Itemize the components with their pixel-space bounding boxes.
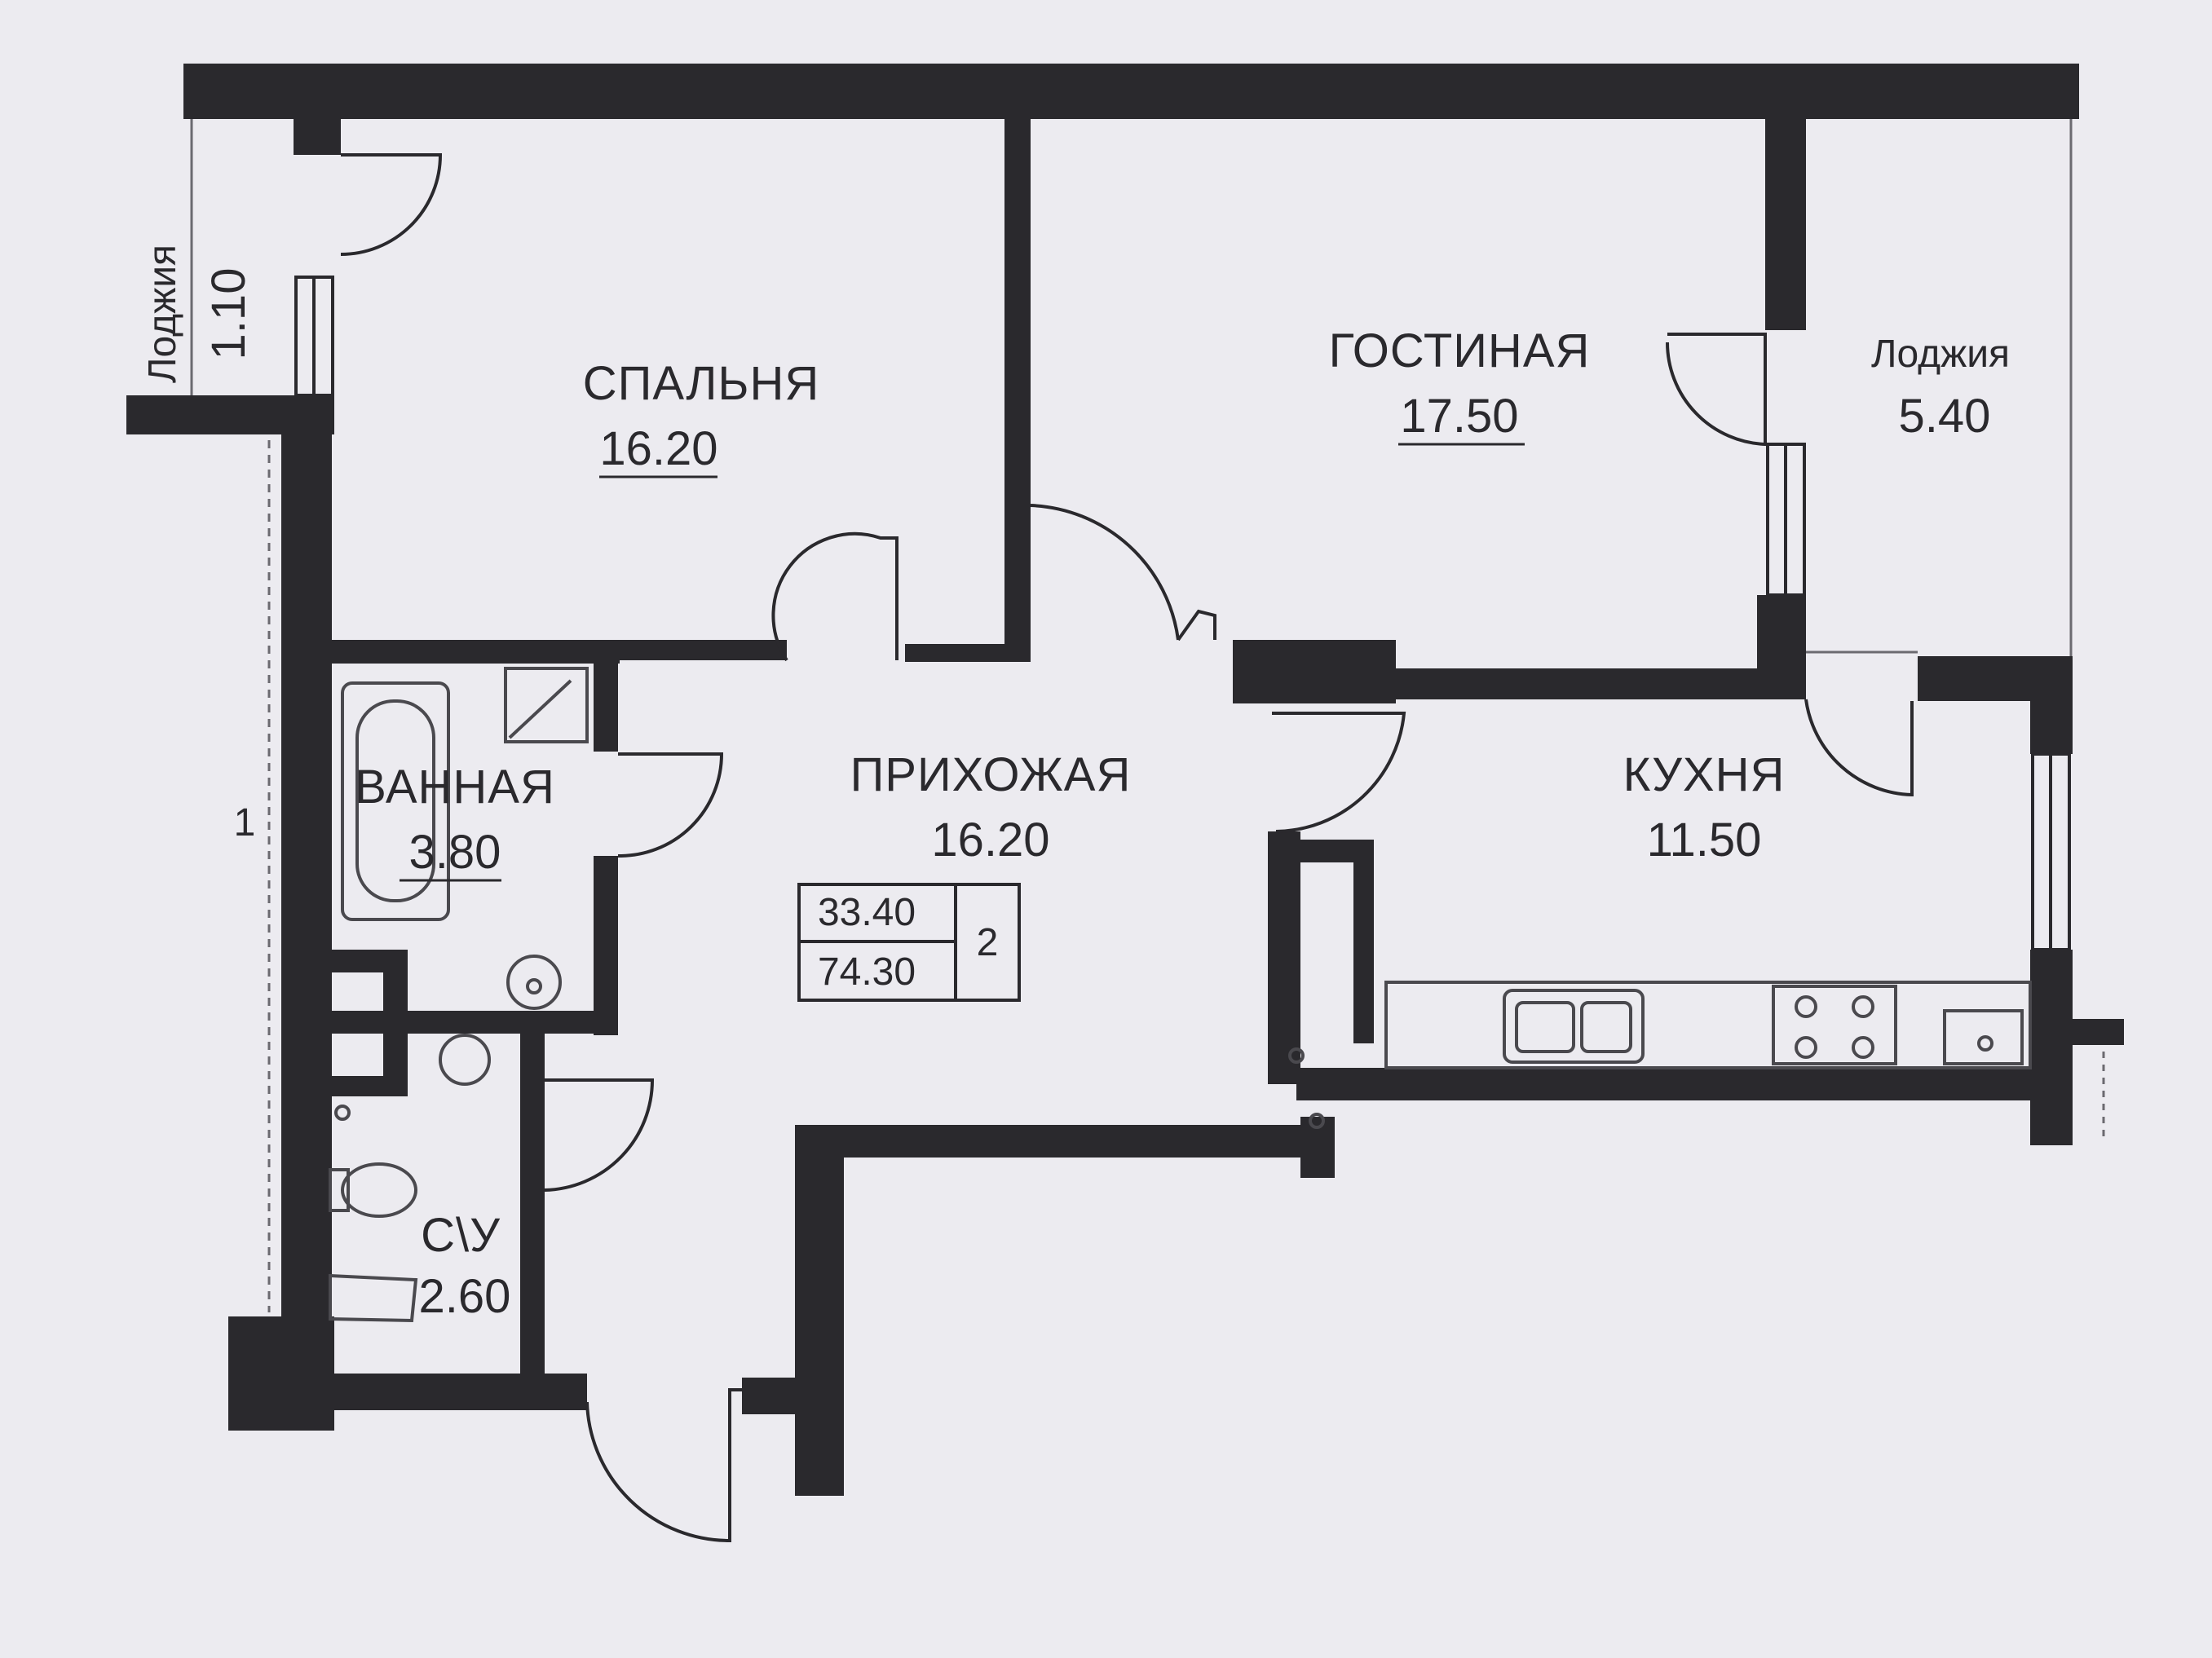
window-lines xyxy=(190,119,2105,1312)
room-name: СПАЛЬНЯ xyxy=(583,357,819,410)
walls xyxy=(126,64,2124,1496)
room-area: 11.50 xyxy=(1647,814,1762,866)
fixtures xyxy=(329,667,2032,1323)
living-area-value: 33.40 xyxy=(818,891,916,934)
room-loggia-left: Лоджия 1.10 xyxy=(141,245,255,383)
sink-bath xyxy=(506,955,562,1010)
room-name: Лоджия xyxy=(1871,333,2010,376)
room-bedroom: СПАЛЬНЯ 16.20 xyxy=(583,357,819,478)
kitchen-counter xyxy=(1384,981,2032,1069)
total-area-value: 74.30 xyxy=(818,950,916,994)
room-name: С\У xyxy=(421,1209,501,1262)
room-area: 3.80 xyxy=(409,826,501,879)
room-area: 17.50 xyxy=(1400,390,1518,443)
room-loggia-right: Лоджия 5.40 xyxy=(1871,333,2010,443)
kitchen-sink xyxy=(1503,989,1645,1064)
room-name: ГОСТИНАЯ xyxy=(1329,324,1591,377)
room-area: 16.20 xyxy=(599,422,717,475)
room-name: ВАННАЯ xyxy=(355,761,555,814)
stove xyxy=(1772,985,1897,1065)
room-area: 2.60 xyxy=(419,1270,511,1323)
side-mark: 1 xyxy=(234,801,256,844)
room-hallway: ПРИХОЖАЯ 16.20 xyxy=(850,748,1132,866)
room-name: Лоджия xyxy=(141,245,184,383)
fridge xyxy=(1943,1009,2024,1065)
room-kitchen: КУХНЯ 11.50 xyxy=(1623,748,1786,866)
room-living: ГОСТИНАЯ 17.50 xyxy=(1329,324,1591,446)
washing-machine xyxy=(504,667,589,743)
room-name: КУХНЯ xyxy=(1623,748,1786,801)
doors xyxy=(340,153,1914,1543)
room-name: ПРИХОЖАЯ xyxy=(850,748,1132,801)
toilet xyxy=(341,1162,417,1218)
room-area: 16.20 xyxy=(931,814,1049,866)
room-area: 1.10 xyxy=(202,268,255,360)
sink-wc xyxy=(439,1034,491,1086)
room-bathroom: ВАННАЯ 3.80 xyxy=(355,761,555,882)
bathtub xyxy=(341,681,450,921)
room-count-value: 2 xyxy=(977,921,999,964)
room-area: 5.40 xyxy=(1899,390,1991,443)
area-summary-box: 33.40 74.30 2 xyxy=(797,883,1021,1002)
room-wc: С\У 2.60 xyxy=(419,1209,511,1323)
